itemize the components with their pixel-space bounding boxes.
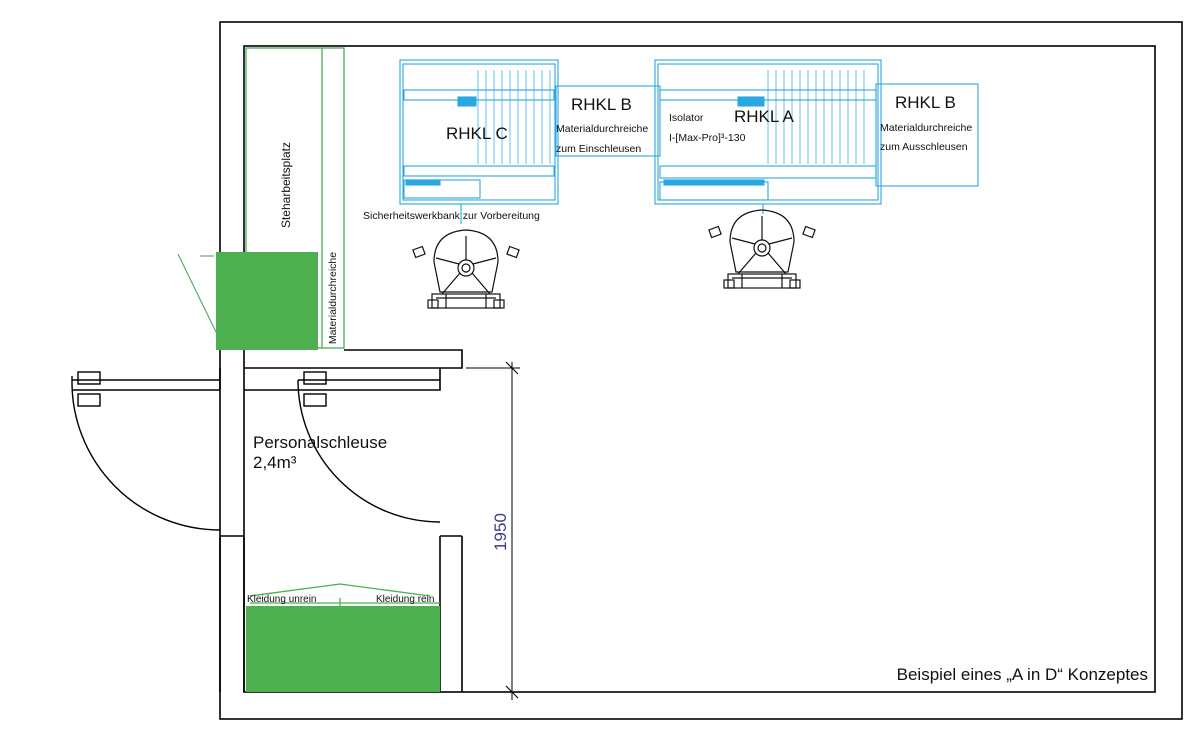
equipment-left (399, 59, 661, 224)
material-pass-fill (216, 252, 318, 350)
airlock-partition-wall (244, 349, 463, 391)
label-clothes-clean: Kleidung rein (376, 594, 434, 605)
label-rhkl-b-left-sub1: Materialdurchreiche (556, 123, 648, 135)
right-door-leaf (297, 379, 441, 523)
left-door-frame-bottom (77, 393, 101, 407)
clothing-bench-fill (246, 606, 440, 692)
walls (72, 21, 1183, 720)
label-rhkl-b-left: RHKL B (571, 95, 632, 114)
label-isolator-1: Isolator (669, 112, 704, 124)
label-material-pass: Materialdurchreiche (327, 252, 339, 344)
airlock-left-wall-top (72, 368, 221, 391)
chair-left (412, 229, 520, 309)
label-rhkl-b-right-sub2: zum Ausschleusen (880, 141, 968, 153)
label-clothes-unclean: Kleidung unrein (247, 594, 317, 605)
label-airlock-name: Personalschleuse (253, 433, 387, 452)
dimension-tick-top (505, 361, 519, 375)
label-rhkl-b-right: RHKL B (895, 93, 956, 112)
left-door-leaf (71, 376, 221, 531)
caption: Beispiel eines „A in D“ Konzeptes (897, 665, 1148, 684)
pass-through-left (555, 85, 661, 157)
dimension-line (466, 361, 520, 700)
right-door-frame-top (303, 371, 327, 385)
label-rhkl-b-right-sub1: Materialdurchreiche (880, 122, 972, 134)
dimension-tick-bottom (505, 685, 519, 699)
left-door-frame-top (77, 371, 101, 385)
chair-right (708, 209, 816, 289)
label-rhkl-c: RHKL C (446, 124, 508, 143)
label-dimension: 1950 (491, 513, 510, 551)
label-isolator-2: I-[Max-Pro]³-130 (669, 132, 746, 144)
airlock-bottom-right-wall (439, 535, 463, 692)
safety-bench-outline (399, 59, 559, 205)
material-pass-box (177, 252, 318, 350)
label-airlock-area: 2,4m³ (253, 453, 297, 472)
equipment-right (654, 59, 979, 214)
doors (71, 371, 441, 531)
right-door-frame-bottom (303, 393, 327, 407)
inner-wall (243, 45, 1156, 693)
airlock-opening-left (219, 535, 245, 692)
isolator-outline (654, 59, 882, 205)
label-standing-place: Steharbeitsplatz (279, 142, 293, 228)
label-safety-bench: Sicherheitswerkbank zur Vorbereitung (363, 210, 540, 222)
clothing-bench-hangers (249, 583, 440, 608)
label-rhkl-b-left-sub2: zum Einschleusen (556, 143, 641, 155)
pass-through-right (875, 83, 979, 187)
label-rhkl-a: RHKL A (734, 107, 795, 126)
clothing-bench (246, 583, 440, 692)
